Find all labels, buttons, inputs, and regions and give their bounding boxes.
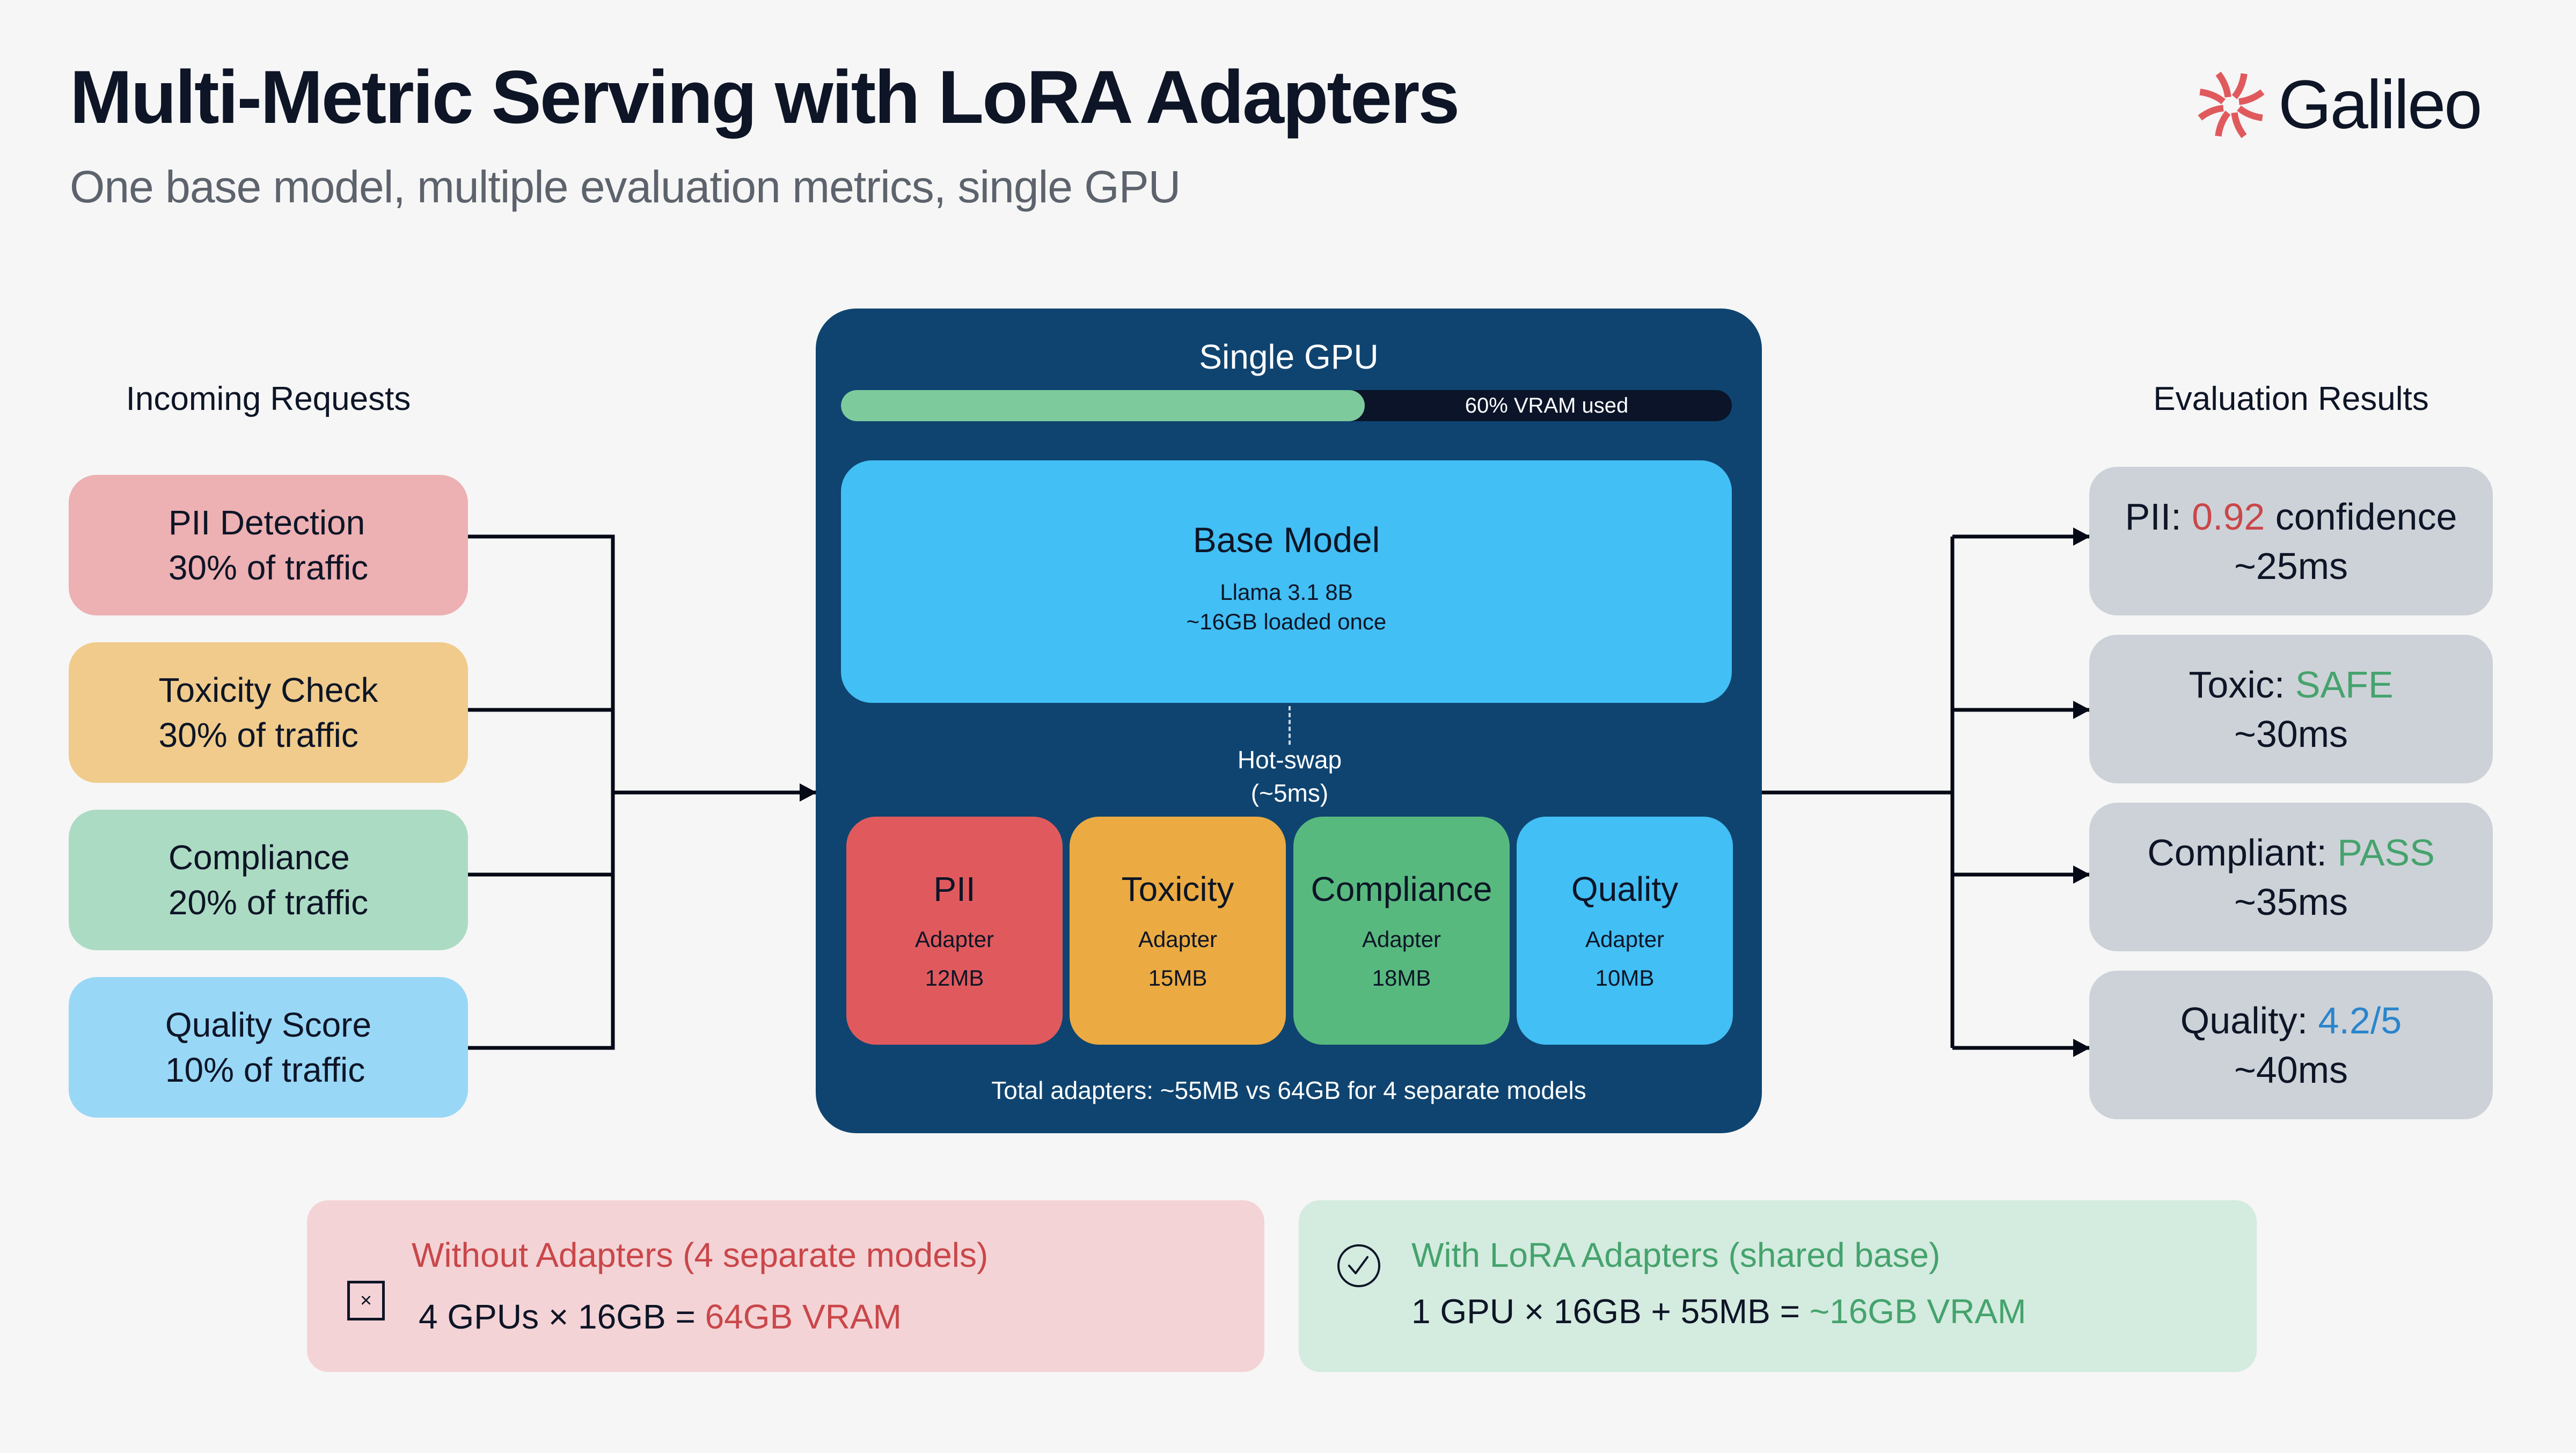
adapter-size: 18MB [1372, 965, 1431, 990]
result-value: 0.92 [2192, 495, 2265, 538]
evaluation-results-label: Evaluation Results [2153, 380, 2429, 417]
without-adapters-card: × Without Adapters (4 separate models) 4… [307, 1200, 1264, 1372]
hot-swap-label: Hot-swap (~5ms) [1127, 743, 1452, 810]
result-toxicity: Toxic: SAFE ~30ms [2089, 635, 2493, 783]
result-value: 4.2/5 [2318, 999, 2402, 1041]
result-value: PASS [2337, 831, 2435, 874]
adapter-toxicity: Toxicity Adapter 15MB [1070, 817, 1286, 1045]
result-latency: ~25ms [2234, 545, 2348, 587]
with-adapters-title: With LoRA Adapters (shared base) [1411, 1236, 1941, 1274]
request-traffic: 10% of traffic [165, 1051, 365, 1089]
logo-petal [2231, 72, 2248, 99]
hot-swap-latency: (~5ms) [1250, 779, 1329, 807]
logo-petal [2237, 105, 2263, 121]
formula-text: 1 GPU × 16GB + 55MB = [1411, 1292, 1810, 1331]
adapter-name: Compliance [1311, 870, 1492, 908]
formula-text: 4 GPUs × 16GB = [419, 1297, 705, 1336]
adapter-size: 15MB [1148, 965, 1208, 990]
result-prefix: Quality: [2180, 999, 2318, 1041]
logo-petal [2215, 71, 2231, 98]
logo-petal [2238, 89, 2265, 105]
request-name: Compliance [168, 838, 350, 877]
base-model-memory: ~16GB loaded once [1186, 609, 1387, 634]
result-latency: ~40ms [2234, 1048, 2348, 1091]
adapter-name: Quality [1571, 870, 1679, 908]
x-box-icon: × [347, 1281, 385, 1320]
logo-petal [2231, 112, 2247, 138]
hot-swap-dashed-line [1289, 706, 1291, 745]
result-prefix: PII: [2125, 495, 2192, 538]
result-compliance: Compliant: PASS ~35ms [2089, 803, 2493, 951]
adapter-type: Adapter [1585, 927, 1665, 952]
request-compliance: Compliance 20% of traffic [69, 810, 468, 950]
base-model-title: Base Model [1192, 520, 1380, 560]
adapter-name: PII [933, 870, 976, 908]
vram-usage-label: 60% VRAM used [1465, 394, 1629, 417]
adapter-type: Adapter [1138, 927, 1218, 952]
page-subtitle: One base model, multiple evaluation metr… [70, 162, 1181, 212]
adapter-compliance: Compliance Adapter 18MB [1293, 817, 1510, 1045]
adapter-name: Toxicity [1121, 870, 1234, 908]
logo-petal [2198, 104, 2224, 121]
page-title: Multi-Metric Serving with LoRA Adapters [70, 55, 1460, 139]
request-pii-detection: PII Detection 30% of traffic [69, 475, 468, 615]
logo-text: Galileo [2278, 66, 2482, 143]
adapter-size: 12MB [925, 965, 984, 990]
galileo-logo: Galileo [2195, 64, 2482, 145]
formula-result: 64GB VRAM [705, 1297, 902, 1336]
request-quality-score: Quality Score 10% of traffic [69, 977, 468, 1118]
incoming-requests-label: Incoming Requests [126, 380, 411, 417]
request-traffic: 30% of traffic [158, 716, 358, 754]
gpu-title: Single GPU [1199, 337, 1379, 376]
result-prefix: Toxic: [2189, 663, 2295, 706]
adapter-quality: Quality Adapter 10MB [1517, 817, 1733, 1045]
request-traffic: 30% of traffic [168, 548, 369, 587]
formula-result: ~16GB VRAM [1809, 1292, 2026, 1331]
with-lora-adapters-card: With LoRA Adapters (shared base) 1 GPU ×… [1299, 1200, 2257, 1372]
without-adapters-title: Without Adapters (4 separate models) [412, 1236, 989, 1274]
request-traffic: 20% of traffic [168, 883, 369, 922]
logo-petal [2215, 110, 2231, 137]
check-circle-icon [1337, 1244, 1380, 1287]
adapter-type: Adapter [914, 927, 994, 952]
adapter-type: Adapter [1362, 927, 1441, 952]
connector-left-pii [468, 534, 615, 1050]
result-prefix: Compliant: [2147, 831, 2338, 874]
logo-petal [2199, 88, 2226, 104]
result-latency: ~30ms [2234, 713, 2348, 755]
base-model-name: Llama 3.1 8B [1220, 579, 1353, 605]
total-adapters-note: Total adapters: ~55MB vs 64GB for 4 sepa… [991, 1076, 1586, 1104]
result-value: SAFE [2295, 663, 2394, 706]
hot-swap-text: Hot-swap [1237, 746, 1342, 774]
with-adapters-formula: 1 GPU × 16GB + 55MB = ~16GB VRAM [1411, 1291, 2026, 1331]
base-model-block: Base Model Llama 3.1 8B ~16GB loaded onc… [841, 460, 1732, 703]
vram-usage-fill [841, 390, 1365, 421]
galileo-burst-icon [2198, 71, 2265, 138]
result-pii: PII: 0.92 confidence ~25ms [2089, 467, 2493, 615]
request-toxicity-check: Toxicity Check 30% of traffic [69, 642, 468, 783]
request-name: Quality Score [165, 1006, 372, 1044]
result-quality: Quality: 4.2/5 ~40ms [2089, 971, 2493, 1119]
result-latency: ~35ms [2234, 880, 2348, 923]
adapter-size: 10MB [1595, 965, 1655, 990]
result-suffix: confidence [2265, 495, 2457, 538]
without-adapters-formula: 4 GPUs × 16GB = 64GB VRAM [419, 1297, 902, 1337]
vram-usage-bar: 60% VRAM used [841, 390, 1732, 421]
request-name: PII Detection [168, 503, 365, 542]
adapter-pii: PII Adapter 12MB [846, 817, 1063, 1045]
request-name: Toxicity Check [158, 671, 378, 709]
